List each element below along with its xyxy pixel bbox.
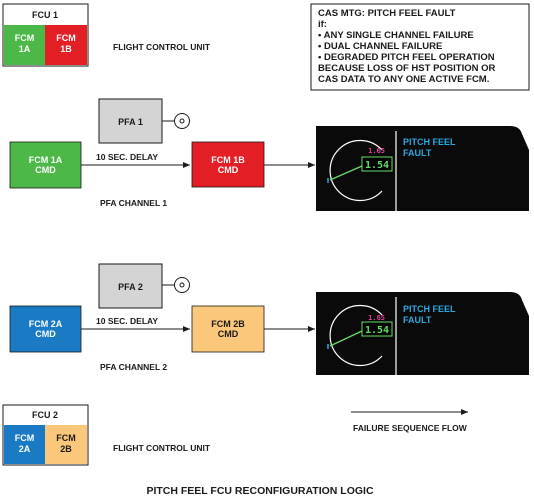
fcm1b-cmd-box xyxy=(191,141,265,188)
fcm1b-cell xyxy=(45,25,87,65)
fcm1a-cmd-line2: CMD xyxy=(35,165,56,175)
display1-msg-line2: FAULT xyxy=(403,148,432,158)
fcm1b-cell-line2: 1B xyxy=(60,44,72,54)
cas-message-box: CAS MTG: PITCH FEEL FAULT if: • ANY SING… xyxy=(310,3,530,91)
cockpit-display-1: 1.65 1.54 PITCH FEEL FAULT xyxy=(316,126,529,211)
fcu1-label: FLIGHT CONTROL UNIT xyxy=(113,42,211,52)
fcm2a-cell-line2: 2A xyxy=(19,444,31,454)
fcu2-box: FCU 2 FCM 2A FCM 2B xyxy=(2,404,89,466)
fcm1b-cell-line1: FCM xyxy=(56,33,76,43)
failure-sequence-label: FAILURE SEQUENCE FLOW xyxy=(353,423,468,433)
fcm2b-cell-line1: FCM xyxy=(56,433,76,443)
fcm2b-cell xyxy=(45,425,87,464)
pfa-channel1-caption: PFA CHANNEL 1 xyxy=(100,198,167,208)
cas-line-2: if: xyxy=(318,19,327,30)
channel2: PFA 2 FCM 2A CMD 10 SEC. DELAY FCM 2B CM… xyxy=(9,263,529,375)
display2-msg-line1: PITCH FEEL xyxy=(403,304,456,314)
cas-line-3: • ANY SINGLE CHANNEL FAILURE xyxy=(318,30,474,41)
cas-line-1: CAS MTG: PITCH FEEL FAULT xyxy=(318,8,456,19)
fcm2a-cmd-line1: FCM 2A xyxy=(29,319,63,329)
fcu1-box: FCU 1 FCM 1A FCM 1B xyxy=(2,3,89,67)
fcm1a-cell-line1: FCM xyxy=(15,33,35,43)
fcm1a-cmd-line1: FCM 1A xyxy=(29,155,63,165)
trim-arc-2 xyxy=(329,304,383,367)
trim-pointer-2 xyxy=(329,330,363,347)
fcm1a-cmd-box xyxy=(9,141,82,189)
display1-readout-box xyxy=(361,156,393,172)
display-bezel-1 xyxy=(316,126,529,211)
display2-readout: 1.54 xyxy=(365,325,389,336)
display1-msg-line1: PITCH FEEL xyxy=(403,137,456,147)
fcm1a-cell xyxy=(4,25,45,65)
fcm1a-cell-line2: 1A xyxy=(19,44,31,54)
display-bezel-2 xyxy=(316,292,529,375)
delay-label-1: 10 SEC. DELAY xyxy=(96,152,158,162)
cas-line-6: BECAUSE LOSS OF HST POSITION OR xyxy=(318,63,495,74)
display2-readout-box xyxy=(361,321,393,337)
fcm1b-cmd-line1: FCM 1B xyxy=(211,155,245,165)
fcm2b-cell-line2: 2B xyxy=(60,444,72,454)
pfa2-label: PFA 2 xyxy=(118,282,143,292)
cas-line-7: CAS DATA TO ANY ONE ACTIVE FCM. xyxy=(318,74,489,85)
fcm2a-cell xyxy=(4,425,45,464)
display2-small-readout: 1.65 xyxy=(368,314,385,322)
fcm2a-cell-line1: FCM xyxy=(15,433,35,443)
cas-line-5: • DEGRADED PITCH FEEL OPERATION xyxy=(318,52,495,63)
fcm1b-cmd-line2: CMD xyxy=(218,165,239,175)
fcm2b-cmd-line2: CMD xyxy=(218,329,239,339)
cockpit-display-2: 1.65 1.54 PITCH FEEL FAULT xyxy=(316,292,529,375)
delay-label-2: 10 SEC. DELAY xyxy=(96,316,158,326)
diagram-title: PITCH FEEL FCU RECONFIGURATION LOGIC xyxy=(146,485,374,497)
trim-arc-1 xyxy=(329,139,383,202)
actuator-symbol-2 xyxy=(174,277,190,293)
cas-line-4: • DUAL CHANNEL FAILURE xyxy=(318,41,442,52)
display1-small-readout: 1.65 xyxy=(368,147,385,155)
display1-readout: 1.54 xyxy=(365,160,389,171)
fcu1-title: FCU 1 xyxy=(32,10,58,20)
channel1: PFA 1 FCM 1A CMD 10 SEC. DELAY FCM 1B CM… xyxy=(9,98,529,211)
pfa-channel2-caption: PFA CHANNEL 2 xyxy=(100,362,167,372)
fcu2-label: FLIGHT CONTROL UNIT xyxy=(113,443,211,453)
fcm2a-cmd-line2: CMD xyxy=(35,329,56,339)
fcu2-title: FCU 2 xyxy=(32,410,58,420)
fcm2a-cmd-box xyxy=(9,305,82,353)
fcm2b-cmd-line1: FCM 2B xyxy=(211,319,245,329)
pfa2-box xyxy=(98,263,163,309)
trim-pointer-1 xyxy=(329,165,363,181)
actuator-symbol-1 xyxy=(174,113,190,129)
pfa1-label: PFA 1 xyxy=(118,117,143,127)
display2-msg-line2: FAULT xyxy=(403,315,432,325)
